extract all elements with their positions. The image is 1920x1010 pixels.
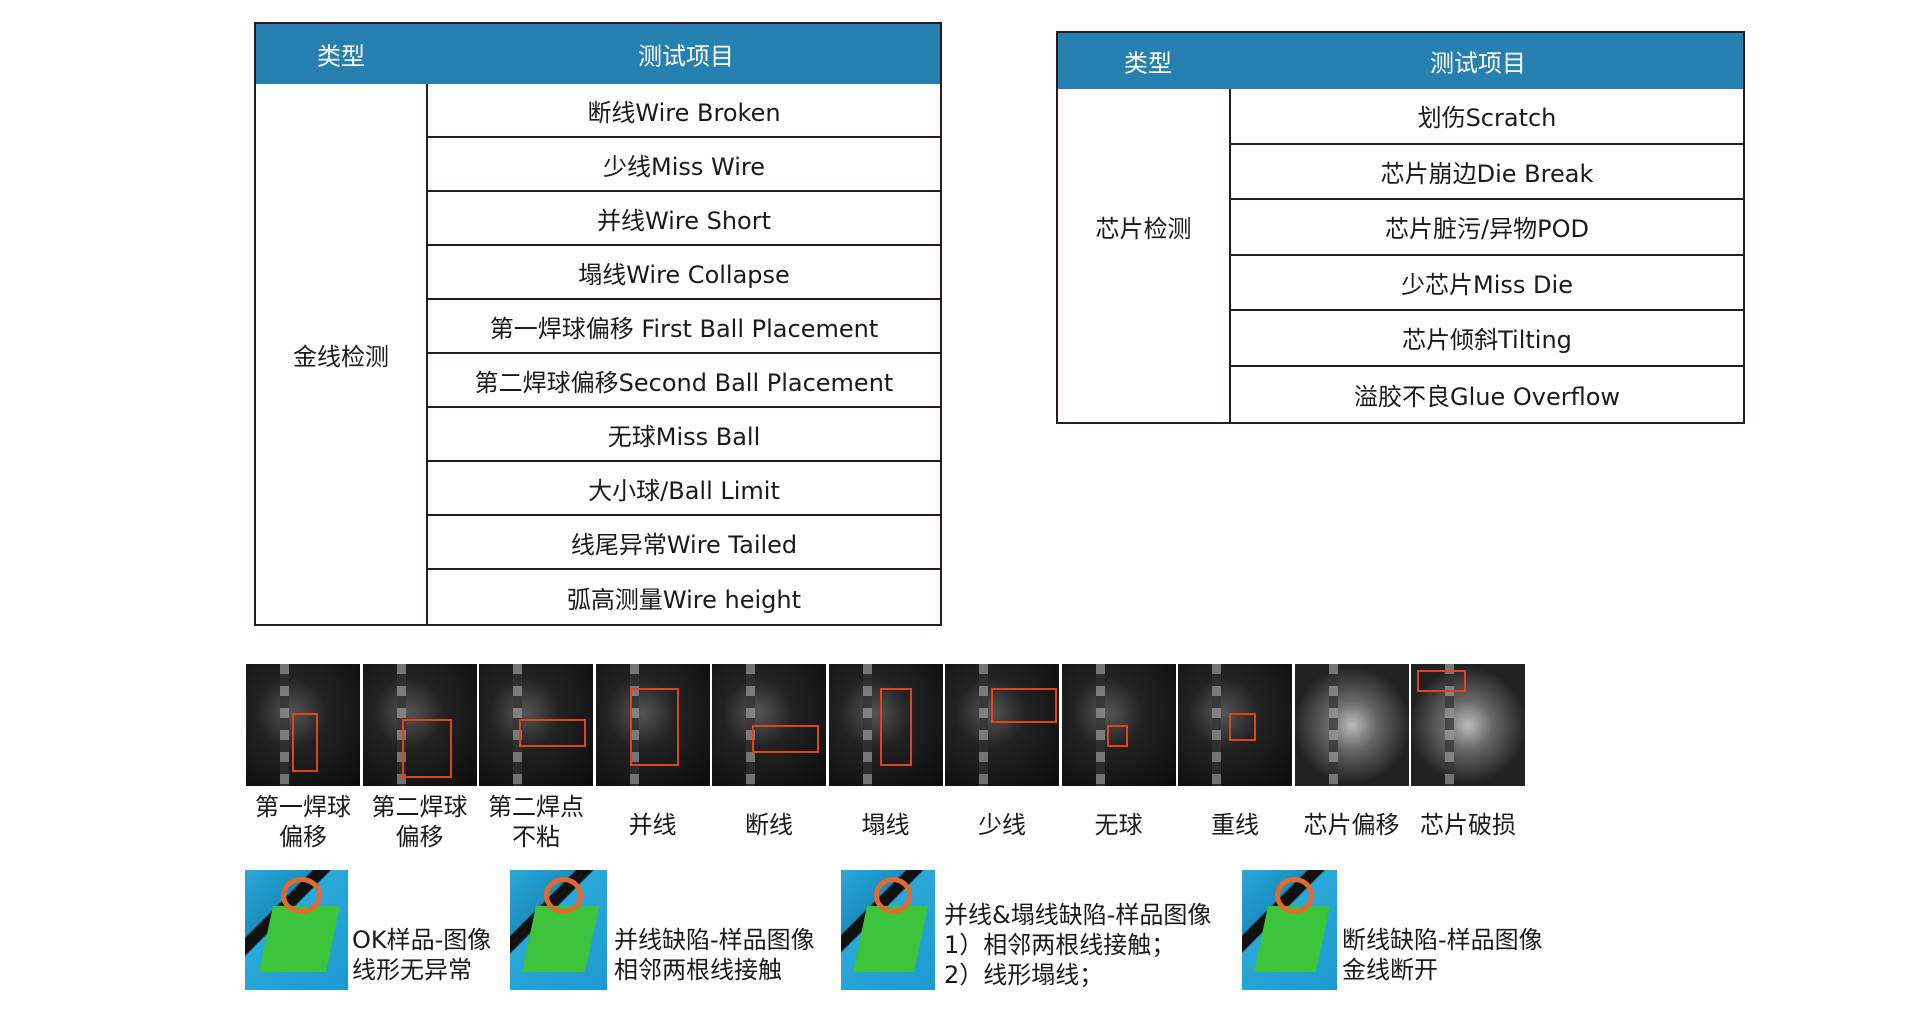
defect-marker [1229,712,1257,742]
defect-label: 断线 [702,810,836,840]
table-row: 少芯片Miss Die [1231,256,1743,311]
table-row: 芯片脏污/异物POD [1231,200,1743,256]
label-line: 断线 [745,811,793,839]
caption-line: 并线缺陷-样品图像 [614,926,815,954]
caption-line: 2）线形塌线； [944,961,1104,989]
defect-marker [1416,670,1467,693]
label-line: 第二焊点 [488,793,584,821]
defect-xray-image [595,664,710,786]
defect-xray-image [828,664,943,786]
defect-label: 重线 [1168,810,1302,840]
header-type: 类型 [1124,49,1172,78]
header-type: 类型 [317,42,365,71]
caption-line: 1）相邻两根线接触； [944,931,1176,959]
defect-label: 芯片偏移 [1285,810,1419,840]
table-header: 类型 测试项目 [256,24,940,84]
caption-line: OK样品-图像 [352,926,492,954]
defect-xray-image [479,664,593,786]
table-row: 第二焊球偏移Second Ball Placement [428,354,940,408]
label-line: 塌线 [861,811,910,839]
category-cell: 金线检测 [256,84,428,624]
header-items: 测试项目 [638,42,734,71]
table-row: 少线Miss Wire [428,138,940,192]
table-row: 并线Wire Short [428,192,940,246]
defect-label: 第二焊点不粘 [469,792,603,852]
defect-xray-image [712,664,826,786]
defect-label: 芯片破损 [1401,810,1535,840]
defect-label: 少线 [935,810,1069,840]
sample-3d-image [510,870,607,990]
label-line: 无球 [1094,811,1143,839]
label-line: 偏移 [279,823,327,851]
header-items: 测试项目 [1430,49,1526,78]
label-line: 不粘 [512,823,560,851]
table-row: 芯片崩边Die Break [1231,145,1743,200]
label-line: 第二焊球 [371,793,468,821]
defect-xray-image [1294,664,1409,786]
defect-label: 塌线 [819,810,953,840]
defect-marker [518,718,586,748]
sample-3d-image [1242,870,1337,990]
defect-label: 第二焊球偏移 [353,792,487,852]
table-row: 无球Miss Ball [428,408,940,462]
caption-line: 并线&塌线缺陷-样品图像 [944,901,1212,929]
defect-label: 无球 [1052,810,1186,840]
sample-3d-image [841,870,935,990]
defect-marker [402,718,452,778]
table-row: 第一焊球偏移 First Ball Placement [428,300,940,354]
defect-label: 并线 [586,810,720,840]
label-line: 偏移 [395,823,444,851]
caption-line: 线形无异常 [352,956,472,984]
caption-line: 断线缺陷-样品图像 [1342,926,1543,954]
defect-xray-image [945,664,1059,786]
category-cell: 芯片检测 [1058,89,1231,422]
defect-marker [990,688,1058,723]
label-line: 芯片破损 [1420,811,1516,839]
caption-line: 金线断开 [1342,956,1438,984]
defect-marker [879,688,913,766]
label-line: 少线 [978,811,1026,839]
table-header: 类型 测试项目 [1058,33,1743,89]
defect-xray-image [362,664,477,786]
defect-marker [291,712,319,772]
defect-xray-image [1178,664,1292,786]
defect-label: 第一焊球偏移 [236,792,370,852]
table-row: 塌线Wire Collapse [428,246,940,300]
table-row: 划伤Scratch [1231,89,1743,145]
table-row: 大小球/Ball Limit [428,462,940,516]
defect-xray-image [1061,664,1176,786]
sample-caption: OK样品-图像线形无异常 [352,925,491,985]
sample-caption: 断线缺陷-样品图像金线断开 [1342,925,1543,985]
defect-marker [1107,725,1129,748]
label-line: 并线 [628,811,677,839]
caption-line: 相邻两根线接触 [614,956,782,984]
defect-xray-image [246,664,360,786]
sample-caption: 并线缺陷-样品图像相邻两根线接触 [614,925,815,985]
table-row: 断线Wire Broken [428,84,940,138]
label-line: 第一焊球 [255,793,351,821]
label-line: 重线 [1211,811,1259,839]
defect-xray-image [1411,664,1525,786]
defect-marker [629,688,680,766]
table-row: 弧高测量Wire height [566,585,802,614]
defect-marker [751,725,819,754]
sample-3d-image [245,870,348,990]
table-row: 线尾异常Wire Tailed [428,516,940,570]
table-row: 溢胶不良Glue Overflow [1353,382,1621,411]
label-line: 芯片偏移 [1303,811,1400,839]
table-row: 芯片倾斜Tilting [1231,311,1743,367]
